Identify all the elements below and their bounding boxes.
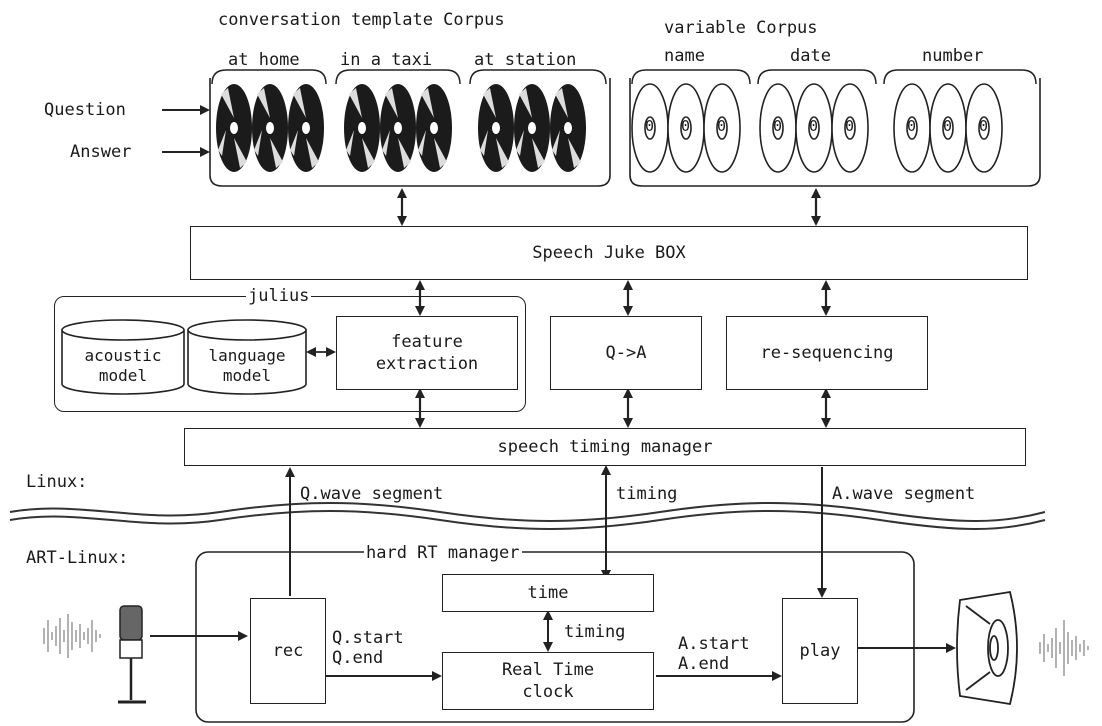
time-box: time xyxy=(442,574,654,612)
reel xyxy=(416,84,452,172)
reel xyxy=(380,84,416,172)
bracket-name xyxy=(632,70,750,84)
art-linux-label: ART-Linux: xyxy=(26,548,128,568)
disc-label: 0 xyxy=(943,117,952,135)
reel xyxy=(550,84,586,172)
reel xyxy=(344,84,380,172)
group-label-date: date xyxy=(790,46,831,66)
disc-label: 0 xyxy=(773,117,782,135)
q-wave-segment-label: Q.wave segment xyxy=(300,484,443,504)
disc-label: 0 xyxy=(717,117,726,135)
disc-label: 0 xyxy=(681,117,690,135)
conversation-reels xyxy=(216,84,586,172)
play-box: play xyxy=(782,598,858,704)
group-label-at-home: at home xyxy=(228,50,300,70)
bracket-at-home xyxy=(212,70,326,84)
speaker-icon xyxy=(957,592,1017,704)
a-start-label: A.start xyxy=(678,634,750,654)
timing-inner-label: timing xyxy=(564,622,625,642)
answer-label: Answer xyxy=(70,142,131,162)
disc-label: 0 xyxy=(845,117,854,135)
a-wave-segment-label: A.wave segment xyxy=(832,484,975,504)
acoustic-model-label: acoustic model xyxy=(62,346,184,386)
conversation-corpus-title: conversation template Corpus xyxy=(218,10,505,30)
reel xyxy=(216,84,252,172)
hard-rt-manager-title: hard RT manager xyxy=(364,543,522,563)
bracket-at-station xyxy=(470,70,606,84)
linux-label: Linux: xyxy=(26,472,87,492)
re-sequencing-box: re-sequencing xyxy=(726,316,928,390)
speech-timing-manager: speech timing manager xyxy=(184,428,1026,466)
julius-title: julius xyxy=(246,286,311,306)
reel xyxy=(252,84,288,172)
rec-box: rec xyxy=(250,598,326,704)
reel xyxy=(514,84,550,172)
group-label-at-station: at station xyxy=(474,50,576,70)
bracket-date xyxy=(758,70,876,84)
timing-label: timing xyxy=(616,484,677,504)
q-to-a-box: Q->A xyxy=(550,316,702,390)
real-time-clock-box: Real Time clock xyxy=(442,652,654,710)
reel xyxy=(478,84,514,172)
disc-label: 0 xyxy=(907,117,916,135)
language-model-label: language model xyxy=(188,346,306,386)
variable-corpus-title: variable Corpus xyxy=(664,18,818,38)
group-label-in-a-taxi: in a taxi xyxy=(340,50,432,70)
input-waveform-icon xyxy=(44,614,100,658)
disc-label: 0 xyxy=(809,117,818,135)
q-start-label: Q.start xyxy=(332,628,404,648)
disc-label: 0 xyxy=(979,117,988,135)
microphone-icon xyxy=(118,606,146,702)
speech-juke-box: Speech Juke BOX xyxy=(190,226,1028,280)
q-end-label: Q.end xyxy=(332,648,383,668)
bracket-number xyxy=(884,70,1036,84)
bracket-in-a-taxi xyxy=(336,70,460,84)
reel xyxy=(288,84,324,172)
a-end-label: A.end xyxy=(678,654,729,674)
os-boundary-wave xyxy=(10,503,1045,529)
feature-extraction-box: feature extraction xyxy=(336,316,518,390)
output-waveform-icon xyxy=(1040,620,1088,676)
disc-label: 0 xyxy=(645,117,654,135)
group-label-name: name xyxy=(664,46,705,66)
question-label: Question xyxy=(44,100,126,120)
group-label-number: number xyxy=(922,46,983,66)
